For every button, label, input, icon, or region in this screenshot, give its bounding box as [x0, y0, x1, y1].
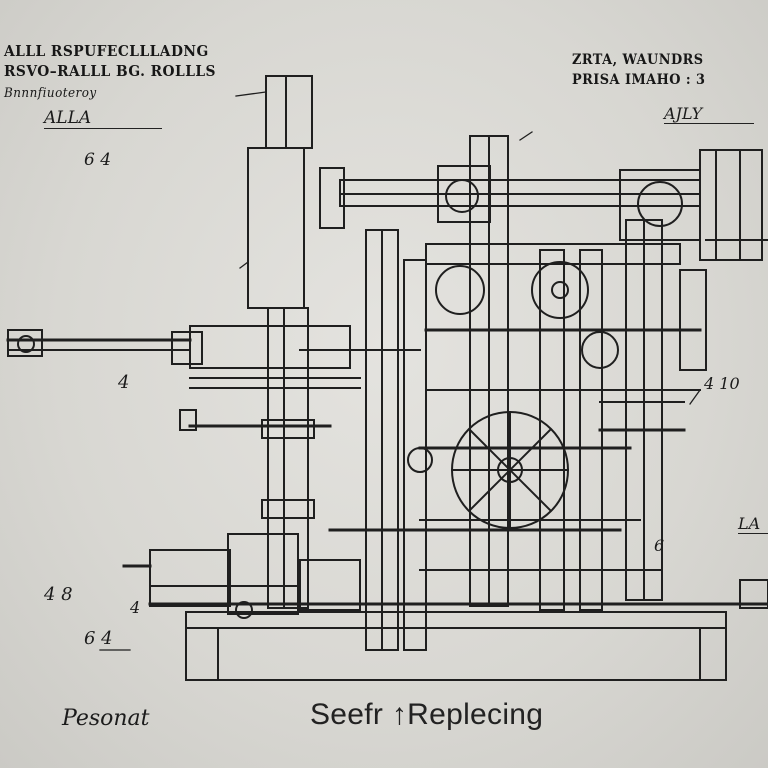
annotation-label: 4 [118, 372, 130, 393]
header-right-mark: AJLY [664, 104, 754, 124]
base-platform [148, 602, 730, 681]
header-right-line1: ZRTA, WAUNDRS [572, 52, 704, 68]
left-column [247, 75, 315, 609]
header-left-line3: Bnnnfiuoteroy [4, 86, 97, 101]
signature: Pesonat [62, 706, 150, 731]
header-right-line2: PRISA IMAHO : 3 [572, 72, 706, 88]
flywheel [407, 261, 619, 529]
annotation-label: LA [738, 514, 768, 534]
header-left-line1: ALLL RSPUFECLLLADNG [4, 42, 209, 60]
annotation-label: 4 8 [44, 584, 73, 605]
annotation-label: 4 10 [704, 374, 740, 393]
header-left-line2: RSVO–RALLL BG. ROLLLS [4, 62, 216, 80]
leader-lines [99, 91, 701, 651]
header-left-mark: ALLA [44, 108, 162, 129]
lower-left-assembly [122, 533, 361, 619]
central-columns [365, 135, 663, 651]
cross-members [299, 269, 707, 571]
annotation-label: 6 [654, 536, 665, 555]
annotation-label: 6 4 [84, 150, 112, 170]
annotation-label: 4 [130, 598, 141, 617]
top-frame [319, 149, 763, 265]
right-outrigger [705, 239, 768, 609]
left-shaft [6, 325, 361, 431]
drawing-caption: Seefr ↑Replecing [310, 698, 544, 731]
annotation-label: 6 4 [84, 628, 113, 649]
